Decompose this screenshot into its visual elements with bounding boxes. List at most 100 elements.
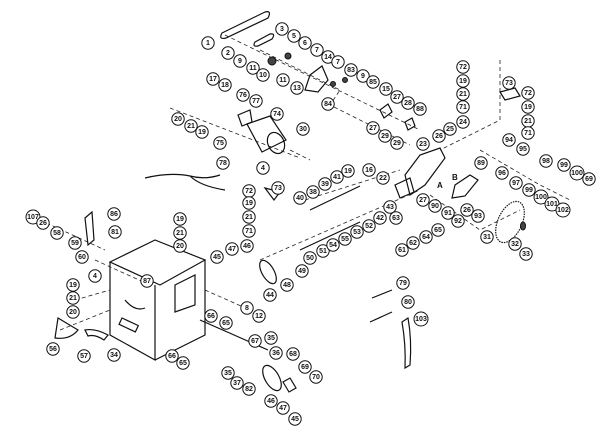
callout-6: 6 [298,36,312,50]
svg-text:20: 20 [176,243,184,250]
svg-text:42: 42 [376,215,384,222]
callout-50: 50 [303,251,317,265]
callout-33: 33 [519,247,533,261]
svg-text:72: 72 [459,64,467,71]
svg-text:31: 31 [483,234,491,241]
svg-text:11: 11 [249,65,257,72]
svg-text:48: 48 [283,282,291,289]
callout-78: 78 [216,156,230,170]
svg-text:29: 29 [393,140,401,147]
callout-76: 76 [236,88,250,102]
svg-text:24: 24 [459,119,467,126]
svg-text:59: 59 [71,240,79,247]
svg-text:27: 27 [393,94,401,101]
callout-54: 54 [326,238,340,252]
callout-13: 13 [290,81,304,95]
svg-text:6: 6 [303,40,307,47]
svg-text:69: 69 [585,176,593,183]
callout-36: 36 [269,346,283,360]
callout-66: 66 [204,309,218,323]
callout-103: 103 [413,311,429,327]
callout-27: 27 [390,90,404,104]
svg-text:46: 46 [267,398,275,405]
svg-text:73: 73 [274,185,282,192]
callout-95: 95 [516,142,530,156]
svg-text:19: 19 [69,282,77,289]
callout-88: 88 [413,102,427,116]
callout-102: 102 [555,202,571,218]
svg-text:88: 88 [416,106,424,113]
svg-text:69: 69 [301,364,309,371]
callout-80: 80 [401,295,415,309]
svg-text:78: 78 [219,160,227,167]
svg-text:99: 99 [560,162,568,169]
svg-text:83: 83 [347,67,355,74]
svg-text:93: 93 [474,213,482,220]
callout-19: 19 [341,164,355,178]
callout-38: 38 [306,185,320,199]
dust-chute [54,317,79,339]
cabinet [108,239,207,362]
callout-60: 60 [75,250,89,264]
callout-81: 81 [108,225,122,239]
svg-text:19: 19 [198,129,206,136]
svg-text:13: 13 [293,85,301,92]
callout-71: 71 [521,126,535,140]
callout-21: 21 [173,226,187,240]
svg-text:20: 20 [69,309,77,316]
svg-text:1: 1 [206,40,210,47]
svg-text:75: 75 [216,140,224,147]
svg-text:102: 102 [557,207,569,214]
svg-text:85: 85 [369,79,377,86]
svg-text:11: 11 [279,77,287,84]
callout-63: 63 [389,211,403,225]
callout-43: 43 [383,200,397,214]
callout-42: 42 [373,211,387,225]
svg-text:21: 21 [69,295,77,302]
callout-72: 72 [456,60,470,74]
svg-text:100: 100 [535,194,547,201]
callout-65: 65 [219,316,233,330]
callout-100: 100 [569,165,585,181]
callout-23: 23 [416,137,430,151]
callout-67: 67 [248,334,262,348]
svg-text:25: 25 [446,126,454,133]
callout-39: 39 [318,177,332,191]
svg-text:68: 68 [289,351,297,358]
svg-text:65: 65 [434,227,442,234]
svg-text:97: 97 [512,180,520,187]
callout-68: 68 [286,347,300,361]
callout-47: 47 [225,242,239,256]
callout-86: 86 [107,207,121,221]
callout-69: 69 [582,172,596,186]
callout-45: 45 [288,412,302,426]
svg-text:101: 101 [546,201,558,208]
callout-3: 3 [275,22,289,36]
parts-drawing [39,11,571,393]
svg-text:41: 41 [333,174,341,181]
callout-28: 28 [401,96,415,110]
callout-20: 20 [66,305,80,319]
callout-9: 9 [233,54,247,68]
callout-59: 59 [68,236,82,250]
svg-text:96: 96 [498,170,506,177]
svg-text:19: 19 [245,200,253,207]
svg-text:65: 65 [222,320,230,327]
svg-text:28: 28 [404,100,412,107]
callout-26: 26 [36,216,50,230]
callout-89: 89 [474,156,488,170]
svg-text:21: 21 [245,214,253,221]
svg-text:19: 19 [524,104,532,111]
svg-text:43: 43 [386,204,394,211]
svg-text:50: 50 [306,255,314,262]
callout-56: 56 [46,342,60,356]
svg-text:53: 53 [353,229,361,236]
svg-text:107: 107 [27,214,39,221]
svg-text:19: 19 [344,168,352,175]
svg-text:60: 60 [78,254,86,261]
callout-22: 22 [376,171,390,185]
callout-73: 73 [271,181,285,195]
svg-text:77: 77 [252,98,260,105]
